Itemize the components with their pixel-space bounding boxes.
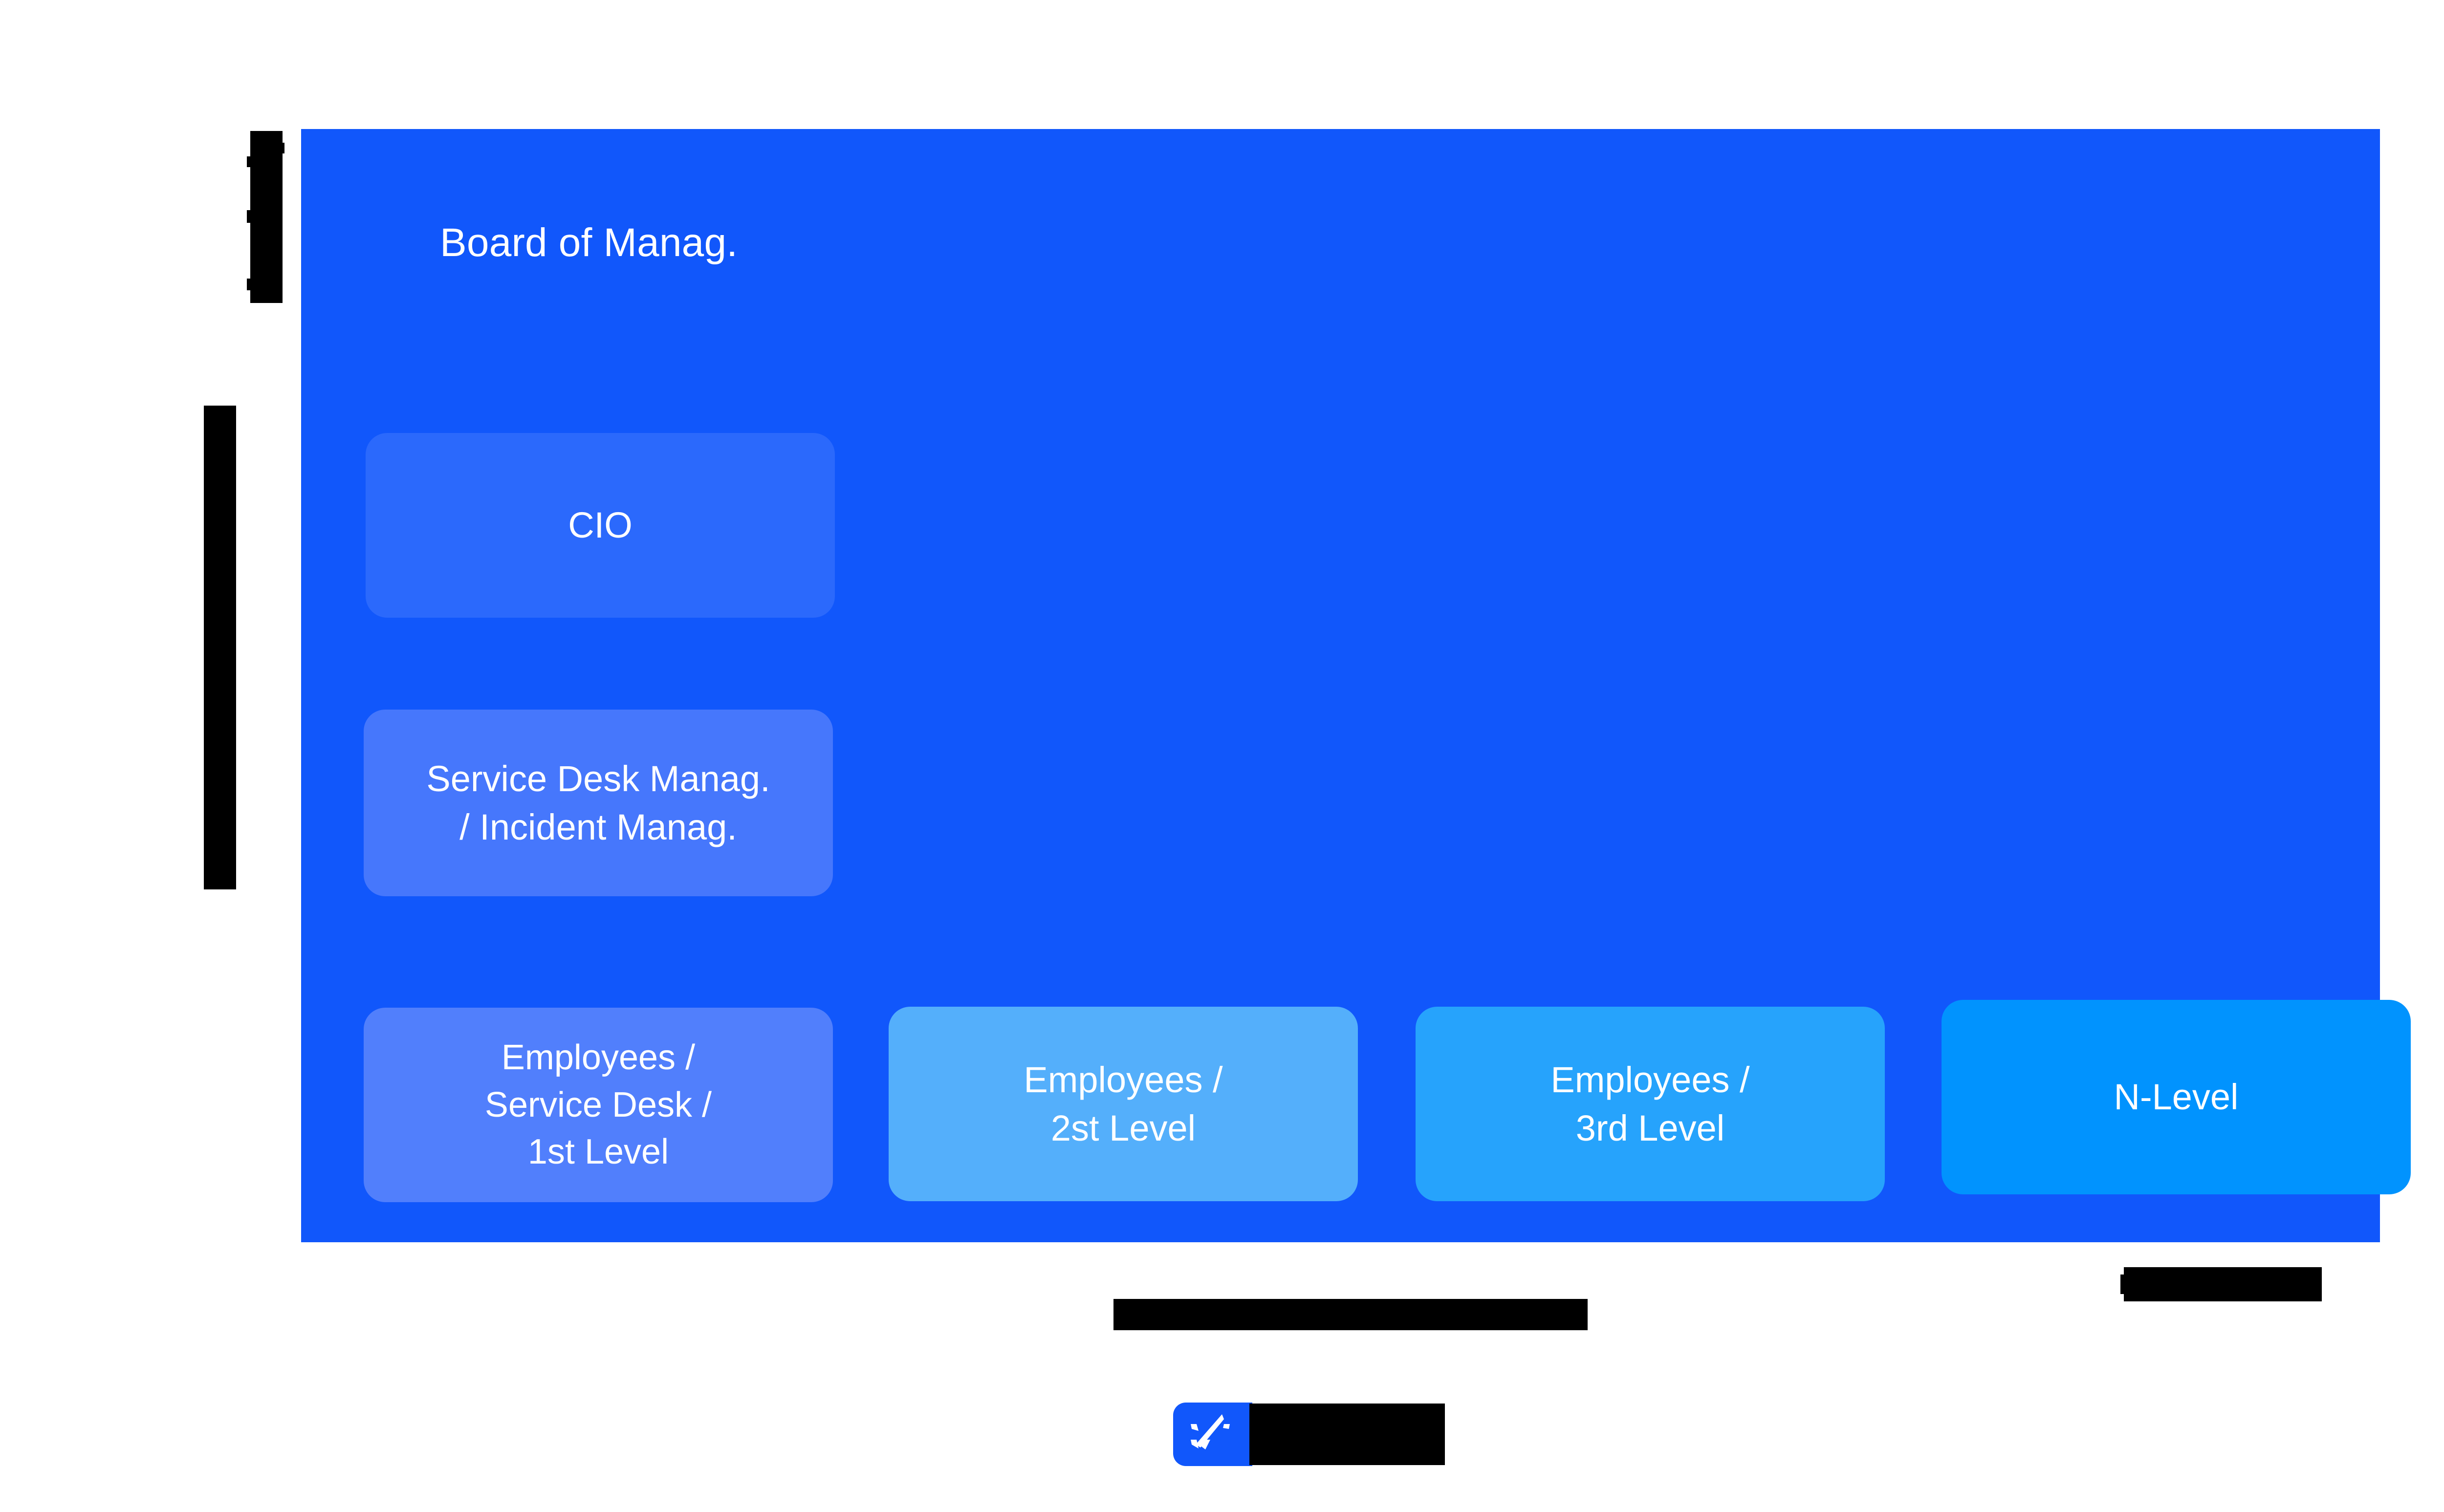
card-tier-3-label-line-1: Employees / — [1550, 1059, 1750, 1100]
card-tier-n[interactable]: N-Level — [1942, 1000, 2411, 1194]
page-title: Board of Manag. — [440, 220, 738, 265]
redaction-bar-bottom-center — [1113, 1299, 1588, 1330]
card-tier-3-label-line-2: 3rd Level — [1575, 1108, 1725, 1148]
redaction-bar-left-tall — [204, 406, 236, 889]
card-tier-2-label-line-1: Employees / — [1024, 1059, 1223, 1100]
brand-logo-icon — [1173, 1403, 1252, 1466]
card-tier-2-label-line-2: 2st Level — [1050, 1108, 1196, 1148]
card-tier-1[interactable]: Employees / Service Desk / 1st Level — [364, 1008, 833, 1202]
redaction-bar-left-top-nub-b — [247, 210, 254, 223]
card-service-desk-manager-label-line-2: / Incident Manag. — [459, 807, 737, 847]
card-tier-2[interactable]: Employees / 2st Level — [889, 1007, 1358, 1201]
redaction-bar-left-top-nub-a — [247, 156, 252, 167]
card-tier-1-label-line-3: 1st Level — [527, 1132, 669, 1172]
redaction-bar-bottom-right — [2124, 1267, 2322, 1301]
card-service-desk-manager[interactable]: Service Desk Manag. / Incident Manag. — [364, 710, 833, 896]
card-tier-2-label: Employees / 2st Level — [1024, 1056, 1222, 1152]
card-service-desk-manager-label: Service Desk Manag. / Incident Manag. — [426, 755, 770, 851]
redaction-bar-left-top-nub-c — [247, 279, 253, 290]
card-tier-1-label-line-2: Service Desk / — [484, 1085, 712, 1124]
redaction-bar-left-top-nub-d — [280, 143, 284, 153]
redaction-bar-bottom-right-nub — [2120, 1274, 2126, 1294]
card-cio-label: CIO — [568, 505, 633, 546]
card-cio[interactable]: CIO — [366, 433, 835, 618]
card-tier-1-label: Employees / Service Desk / 1st Level — [485, 1034, 712, 1175]
card-tier-1-label-line-1: Employees / — [501, 1038, 696, 1078]
redaction-bar-left-top — [250, 131, 283, 303]
redaction-bar-logo-wordmark — [1249, 1404, 1445, 1465]
card-tier-3-label: Employees / 3rd Level — [1550, 1056, 1749, 1152]
card-tier-3[interactable]: Employees / 3rd Level — [1416, 1007, 1885, 1201]
card-service-desk-manager-label-line-1: Service Desk Manag. — [426, 758, 770, 799]
card-tier-n-label: N-Level — [2114, 1077, 2239, 1118]
